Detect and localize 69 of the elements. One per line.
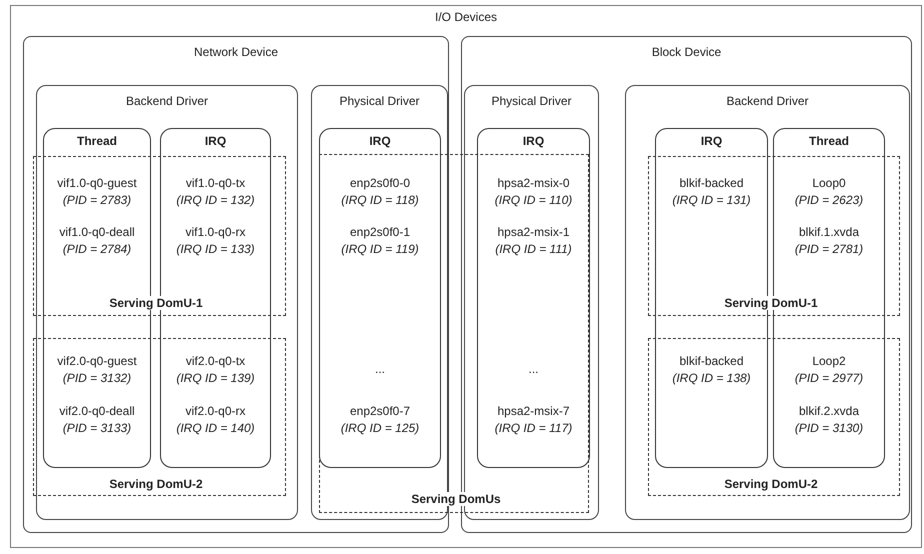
dashed-region: [648, 338, 900, 496]
id-label: (IRQ ID = 119): [341, 242, 419, 256]
group-title: Physical Driver: [340, 94, 420, 108]
id-label: (PID = 2977): [794, 371, 864, 385]
column-heading: Thread: [809, 134, 849, 148]
id-label: (IRQ ID = 118): [341, 193, 419, 207]
id-label: (PID = 3130): [794, 421, 864, 435]
group-title: I/O Devices: [435, 10, 497, 24]
process-name: vif1.0-q0-tx: [186, 176, 246, 190]
column-heading: Thread: [77, 134, 117, 148]
column-heading: IRQ: [204, 134, 226, 148]
driver-box: [36, 85, 298, 520]
process-name: vif2.0-q0-rx: [185, 404, 246, 418]
process-name: hpsa2-msix-1: [497, 225, 570, 239]
id-label: (IRQ ID = 110): [494, 193, 572, 207]
driver-box: [625, 85, 910, 520]
id-label: (IRQ ID = 125): [340, 421, 420, 435]
process-name: ...: [375, 362, 385, 376]
process-name: enp2s0f0-0: [350, 176, 410, 190]
process-name: vif2.0-q0-tx: [186, 354, 246, 368]
column-heading: IRQ: [700, 134, 722, 148]
process-name: ...: [528, 362, 538, 376]
process-name: blkif-backed: [679, 176, 744, 190]
column-box: [43, 128, 151, 468]
id-label: (IRQ ID = 117): [494, 421, 572, 435]
dashed-region: [319, 154, 589, 513]
id-label: (PID = 2784): [62, 242, 132, 256]
dashed-region: [33, 156, 286, 316]
dashed-region: [33, 338, 286, 496]
id-label: (IRQ ID = 111): [495, 242, 572, 256]
group-title: Backend Driver: [126, 94, 208, 108]
process-name: vif1.0-q0-guest: [57, 176, 137, 190]
column-box: [477, 128, 590, 468]
process-name: vif1.0-q0-rx: [185, 225, 246, 239]
process-name: blkif-backed: [679, 354, 744, 368]
id-label: (PID = 2781): [794, 242, 864, 256]
id-label: (IRQ ID = 139): [176, 371, 255, 385]
process-name: vif2.0-q0-deall: [59, 404, 135, 418]
group-title: Network Device: [194, 45, 278, 59]
id-label: (IRQ ID = 132): [176, 193, 255, 207]
process-name: vif1.0-q0-deall: [59, 225, 135, 239]
id-label: (IRQ ID = 131): [672, 193, 751, 207]
column-box: [655, 128, 768, 468]
id-label: (IRQ ID = 140): [176, 421, 255, 435]
group-title: Block Device: [652, 45, 722, 59]
column-box: [319, 128, 441, 468]
process-name: Loop0: [812, 176, 846, 190]
column-heading: IRQ: [369, 134, 391, 148]
process-name: blkif.1.xvda: [798, 225, 860, 239]
process-name: hpsa2-msix-7: [497, 404, 570, 418]
column-heading: IRQ: [522, 134, 544, 148]
id-label: (PID = 2623): [794, 193, 864, 207]
process-name: blkif.2.xvda: [798, 404, 860, 418]
id-label: (PID = 3132): [62, 371, 132, 385]
group-title: Physical Driver: [492, 94, 572, 108]
frame-box: [10, 5, 922, 548]
process-name: Loop2: [812, 354, 846, 368]
process-name: enp2s0f0-1: [350, 225, 410, 239]
process-name: hpsa2-msix-0: [497, 176, 570, 190]
dashed-region: [648, 156, 900, 316]
device-group-box: [461, 36, 912, 533]
id-label: (PID = 3133): [62, 421, 132, 435]
id-label: (IRQ ID = 133): [176, 242, 255, 256]
process-name: vif2.0-q0-guest: [57, 354, 137, 368]
process-name: enp2s0f0-7: [350, 404, 410, 418]
group-title: Backend Driver: [726, 94, 809, 108]
id-label: (PID = 2783): [62, 193, 132, 207]
column-box: [773, 128, 885, 468]
id-label: (IRQ ID = 138): [672, 371, 751, 385]
